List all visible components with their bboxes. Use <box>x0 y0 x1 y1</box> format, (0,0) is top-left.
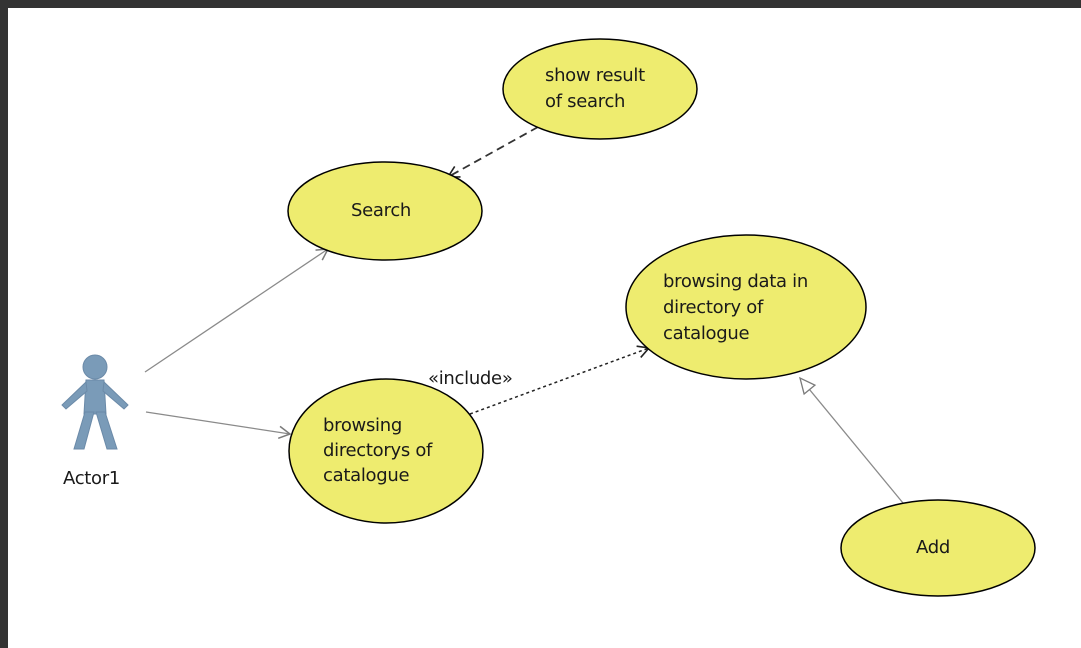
show-result-label-line1: show result <box>545 65 645 86</box>
browsing-directorys-label-line1: browsing <box>323 415 402 436</box>
use-case-diagram <box>61 38 1036 597</box>
actor-label: Actor1 <box>63 468 121 489</box>
include-relationship-line <box>469 345 651 415</box>
browsing-data-label-line1: browsing data in <box>663 271 808 292</box>
association-actor-browsing-directorys <box>145 411 292 439</box>
browsing-data-label-line2: directory of <box>663 297 763 318</box>
actor-figure-icon[interactable] <box>61 354 129 450</box>
use-case-show-result-of-search[interactable] <box>502 38 698 140</box>
use-case-browsing-directorys-of-catalogue[interactable] <box>288 378 484 524</box>
use-case-search[interactable] <box>287 161 483 261</box>
association-actor-search <box>144 248 330 373</box>
generalization-add-to-browsing-data <box>799 376 904 504</box>
browsing-directorys-label-line3: catalogue <box>323 465 410 486</box>
search-label: Search <box>351 200 412 221</box>
show-result-label-line2: of search <box>545 91 626 112</box>
add-label: Add <box>916 537 950 558</box>
browsing-data-label-line3: catalogue <box>663 323 750 344</box>
use-case-browsing-data-in-directory[interactable] <box>625 234 867 380</box>
include-stereotype-label: «include» <box>428 368 513 389</box>
dependency-show-result-to-search <box>446 126 539 178</box>
diagram-canvas: Actor1 show result of search Search brow… <box>8 8 1081 648</box>
use-case-add[interactable] <box>840 499 1036 597</box>
browsing-directorys-label-line2: directorys of <box>323 440 433 461</box>
